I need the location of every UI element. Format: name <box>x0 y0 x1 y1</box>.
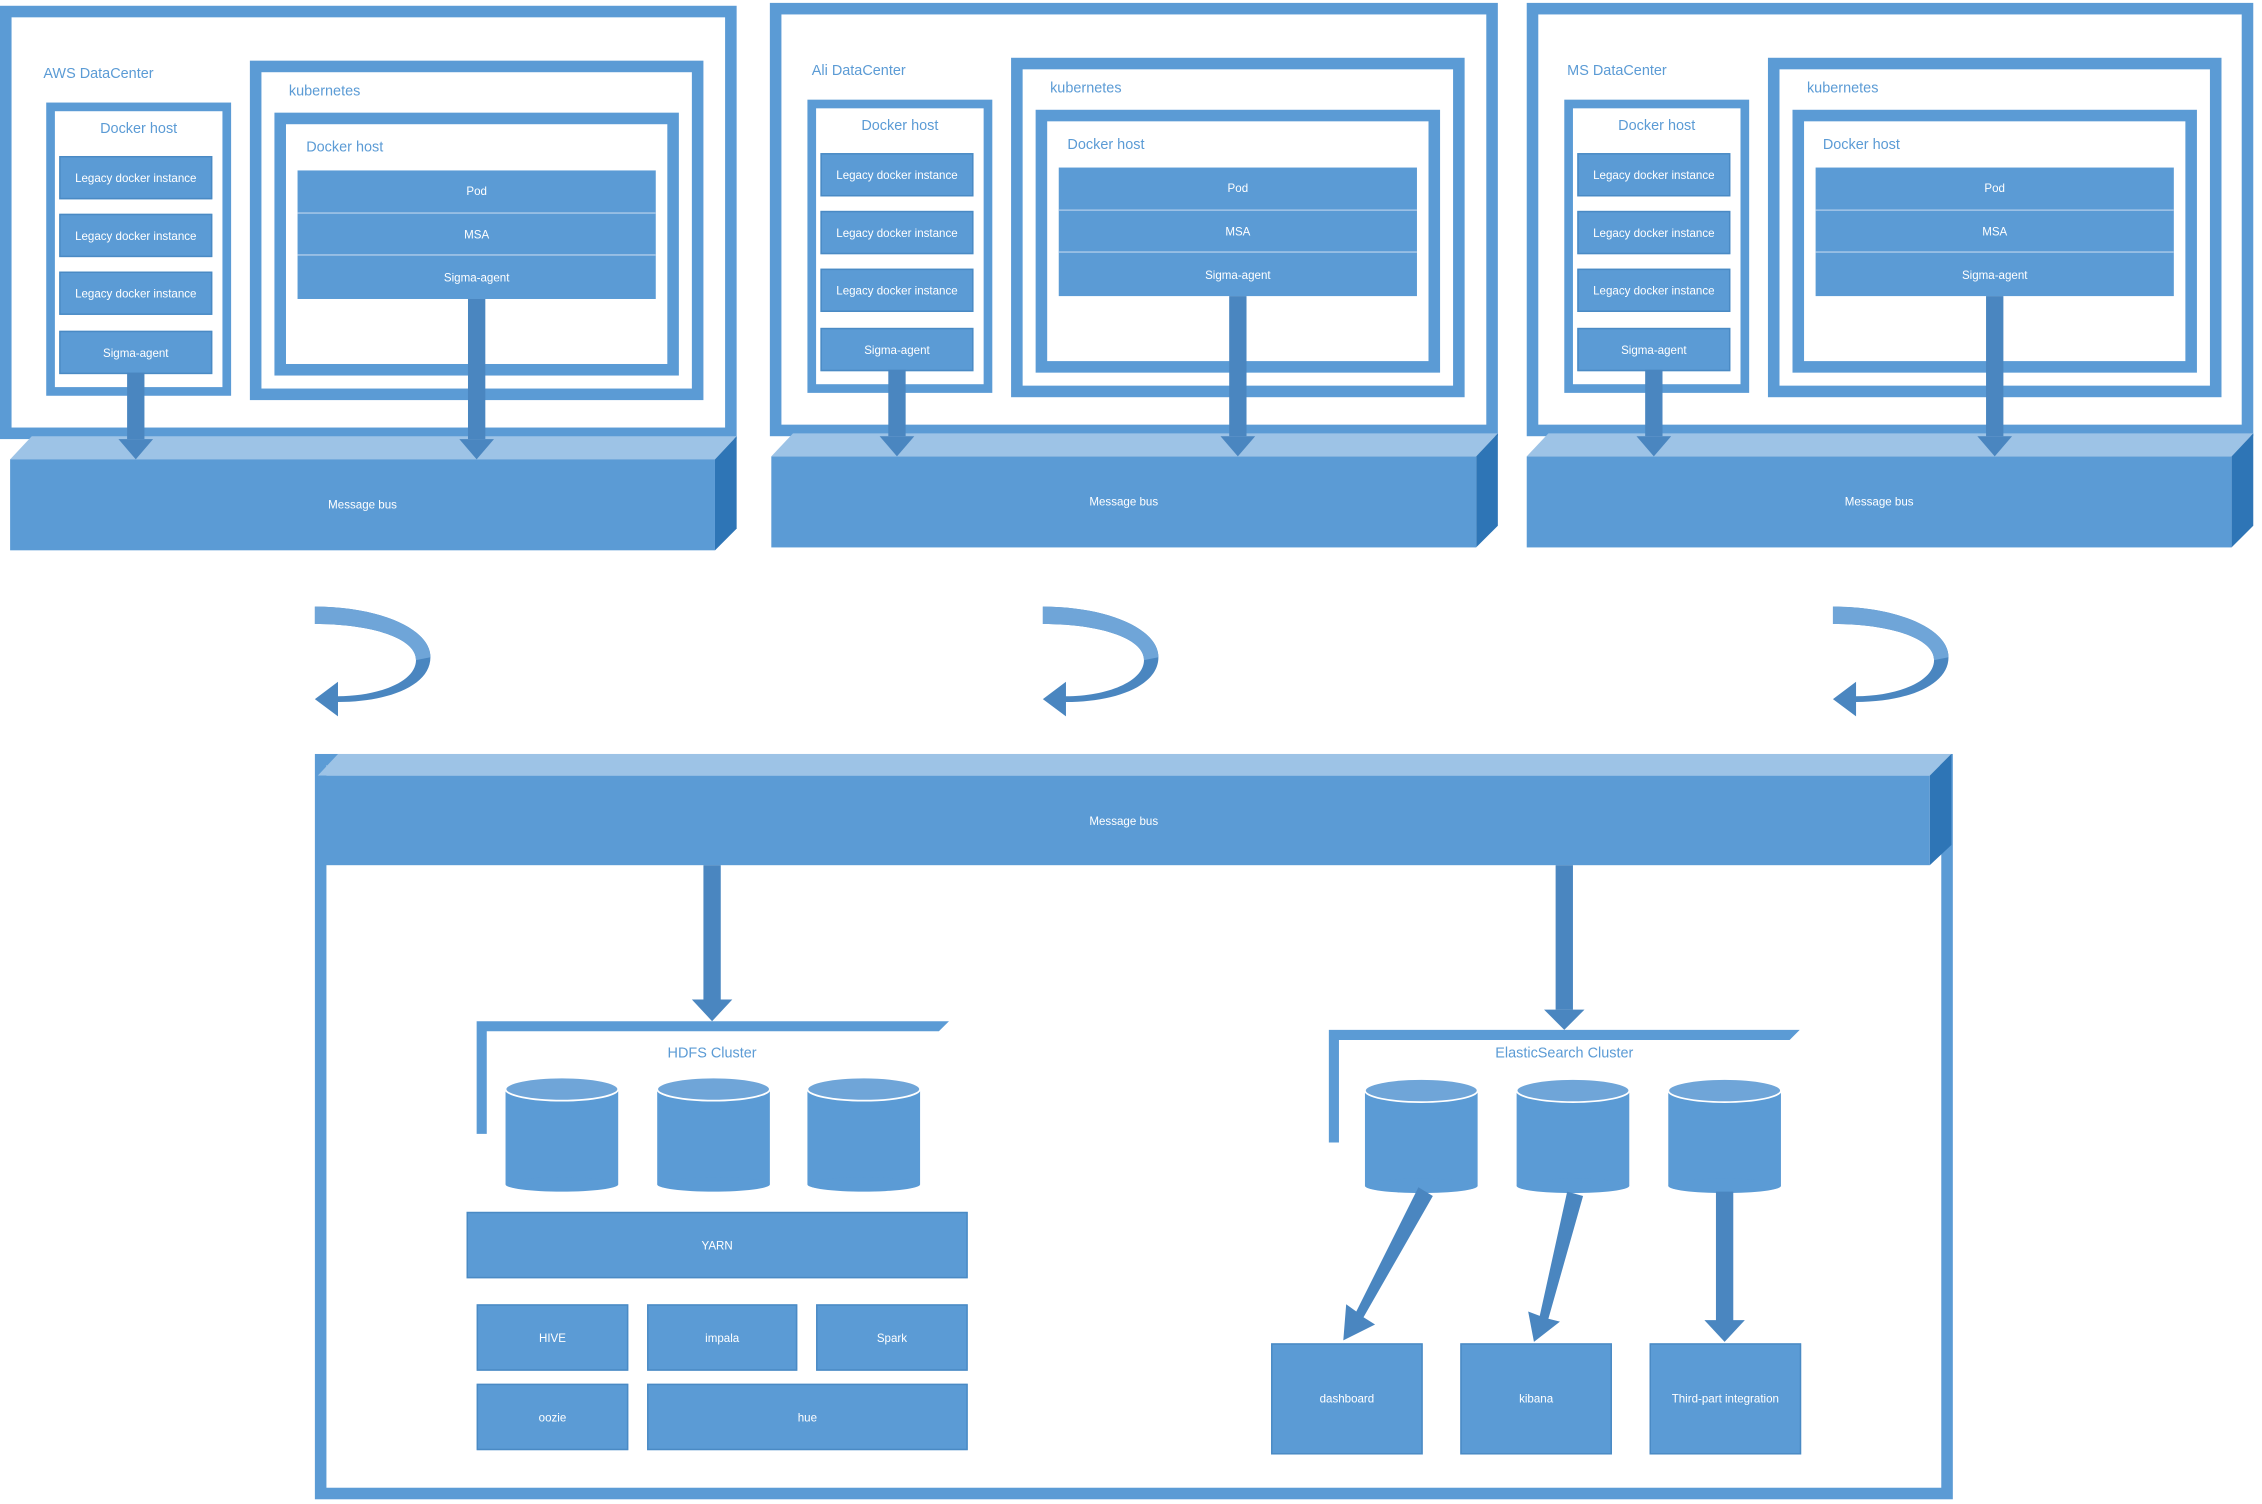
sigma-agent-row: Sigma-agent <box>1815 252 2174 297</box>
ali-arrows <box>879 296 1256 457</box>
ms-bus-shape <box>1526 433 2254 548</box>
aws-bus-shape <box>10 436 737 551</box>
pod-row: Pod <box>297 170 656 214</box>
sigma-agent-row: Sigma-agent <box>1058 252 1417 297</box>
legacy-docker-instance: Legacy docker instance <box>59 213 213 258</box>
central-bus-shape <box>317 753 1952 866</box>
database-icon <box>1667 1078 1782 1194</box>
curved-arrows <box>314 606 1949 717</box>
curved-arrow-icon <box>1832 606 1949 717</box>
database-icon <box>1364 1078 1479 1194</box>
message-bus: Message bus <box>1526 456 2232 548</box>
legacy-docker-instance: Legacy docker instance <box>59 271 213 315</box>
curved-arrow-icon <box>1042 606 1159 717</box>
database-icon <box>806 1076 921 1192</box>
ali-bus-shape <box>771 433 1498 548</box>
down-arrow <box>1544 865 1585 1030</box>
k8s-docker-host-label: Docker host <box>306 140 384 156</box>
hdfs-nodes <box>504 1076 921 1192</box>
kubernetes-label: kubernetes <box>288 83 361 100</box>
legacy-docker-instance: Legacy docker instance <box>820 268 974 312</box>
down-arrow <box>691 865 733 1022</box>
sigma-agent-row: Sigma-agent <box>297 255 656 299</box>
docker-host-label: Docker host <box>861 118 939 135</box>
ms-arrows <box>1636 296 2013 457</box>
msa-row: MSA <box>1815 210 2174 253</box>
spark-box: Spark <box>816 1304 968 1371</box>
impala-box: impala <box>647 1304 798 1371</box>
docker-host-label: Docker host <box>1618 118 1696 135</box>
dashboard-box: dashboard <box>1271 1343 1423 1455</box>
hive-box: HIVE <box>476 1304 629 1371</box>
legacy-docker-instance: Legacy docker instance <box>1577 268 1731 312</box>
down-arrow <box>118 372 154 460</box>
kubernetes-label: kubernetes <box>1806 80 1879 97</box>
sigma-agent-box: Sigma-agent <box>820 327 974 372</box>
k8s-docker-host-label: Docker host <box>1067 137 1145 154</box>
down-arrow <box>1636 369 1672 457</box>
docker-host-label: Docker host <box>100 121 178 138</box>
sigma-agent-box: Sigma-agent <box>59 330 213 375</box>
k8s-docker-host-label: Docker host <box>1822 137 1900 154</box>
central-message-bus: Message bus <box>317 775 1930 866</box>
down-arrow <box>1704 1191 1745 1342</box>
hdfs-cluster-title: HDFS Cluster <box>667 1045 757 1062</box>
es-cluster-title: ElasticSearch Cluster <box>1495 1045 1634 1062</box>
aws-arrows <box>118 298 494 460</box>
curved-arrow-icon <box>314 606 431 717</box>
datacenter-title: Ali DataCenter <box>811 63 906 80</box>
legacy-docker-instance: Legacy docker instance <box>1577 210 1731 255</box>
down-arrow <box>879 369 915 457</box>
down-arrow <box>459 298 494 460</box>
hue-box: hue <box>647 1383 968 1451</box>
legacy-docker-instance: Legacy docker instance <box>59 155 213 200</box>
database-icon <box>656 1076 771 1192</box>
kibana-box: kibana <box>1460 1343 1612 1455</box>
pod-row: Pod <box>1815 167 2174 211</box>
pod-row: Pod <box>1058 167 1417 211</box>
msa-row: MSA <box>297 213 656 256</box>
diagonal-arrow <box>1528 1191 1584 1342</box>
msa-row: MSA <box>1058 210 1417 253</box>
message-bus: Message bus <box>771 456 1477 548</box>
message-bus: Message bus <box>10 459 715 551</box>
down-arrow <box>1977 296 2013 457</box>
datacenter-title: MS DataCenter <box>1567 63 1667 80</box>
third-part-integration-box: Third-part integration <box>1649 1343 1802 1455</box>
es-nodes <box>1364 1078 1782 1194</box>
database-icon <box>504 1076 620 1192</box>
legacy-docker-instance: Legacy docker instance <box>1577 153 1731 197</box>
database-icon <box>1515 1078 1631 1194</box>
kubernetes-label: kubernetes <box>1050 80 1122 97</box>
datacenter-title: AWS DataCenter <box>43 66 154 83</box>
diagonal-arrow <box>1343 1187 1433 1341</box>
yarn-box: YARN <box>466 1211 968 1279</box>
legacy-docker-instance: Legacy docker instance <box>820 210 974 255</box>
down-arrow <box>1220 296 1256 457</box>
legacy-docker-instance: Legacy docker instance <box>820 153 974 197</box>
oozie-box: oozie <box>476 1383 629 1451</box>
